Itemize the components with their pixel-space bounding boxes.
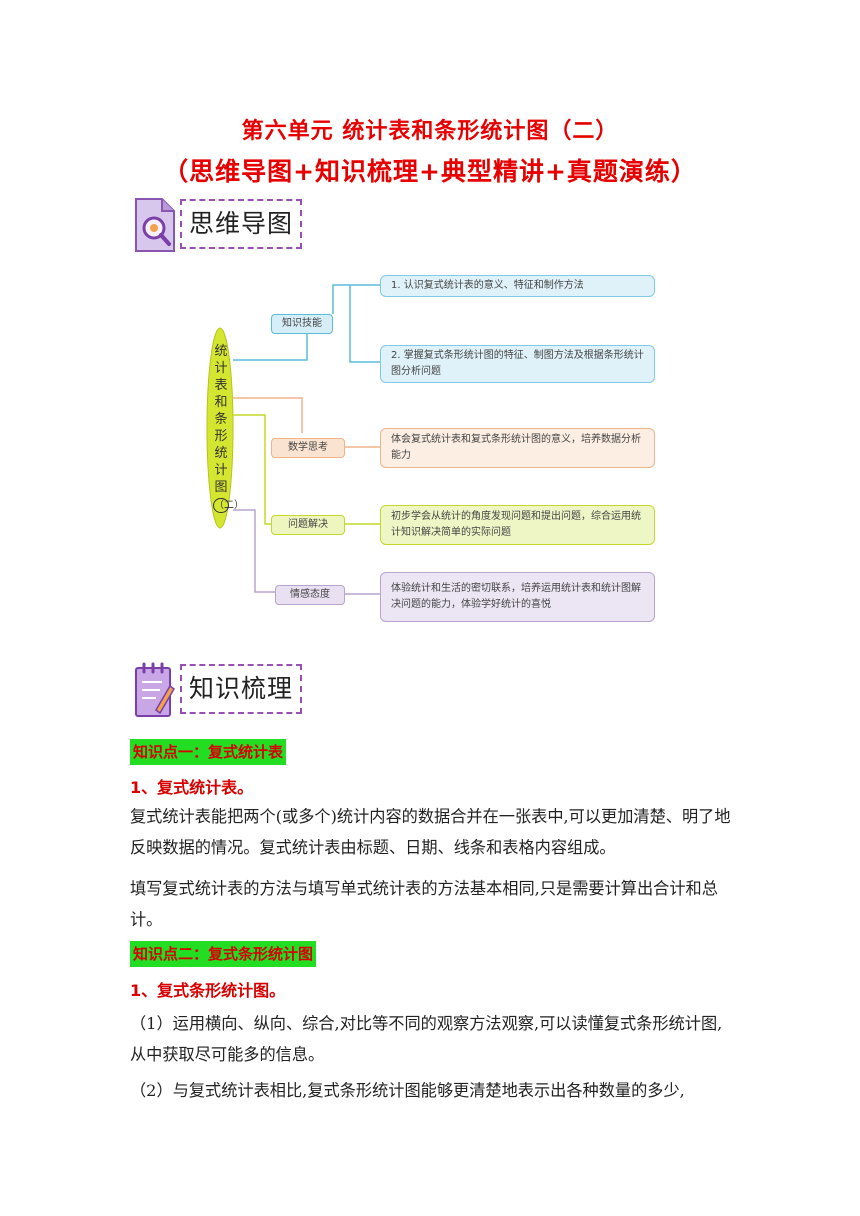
notebook-pencil-icon [135, 662, 175, 717]
knowledge-point-2-subheading: 1、复式条形统计图。 [130, 981, 286, 1000]
knowledge-point-2-heading: 知识点二：复式条形统计图 [130, 941, 317, 967]
section-badge-mindmap: 思维导图 [132, 197, 304, 253]
knowledge-point-1-paragraph-1: 复式统计表能把两个(或多个)统计内容的数据合并在一张表中,可以更加清楚、明了地反… [130, 807, 731, 857]
section-label-mindmap: 思维导图 [180, 199, 302, 249]
document-search-icon [135, 198, 175, 252]
mindmap-node-thinking: 体会复式统计表和复式条形统计图的意义，培养数据分析能力 [380, 428, 655, 468]
mindmap-node-problem-solving: 初步学会从统计的角度发现问题和提出问题，综合运用统计知识解决简单的实际问题 [380, 505, 655, 545]
mindmap-node-attitude: 体验统计和生活的密切联系，培养运用统计表和统计图解决问题的能力，体验学好统计的喜… [380, 572, 655, 622]
title-line-2: （思维导图+知识梳理+典型精讲+真题演练） [163, 157, 697, 186]
mindmap-node-skills-1: 1. 认识复式统计表的意义、特征和制作方法 [380, 275, 655, 297]
mindmap-connectors [206, 284, 380, 595]
knowledge-point-1-subheading: 1、复式统计表。 [130, 778, 254, 797]
knowledge-point-1-heading: 知识点一：复式统计表 [130, 739, 287, 765]
mindmap-category-skills: 知识技能 [271, 314, 333, 334]
title-line-1: 第六单元 统计表和条形统计图（二） [241, 119, 619, 144]
mindmap: 统 计 表 和 条 形 统 计 图 （二） 知识技能 数学思考 问题解决 情感态… [195, 265, 665, 630]
mindmap-node-skills-2: 2. 掌握复式条形统计图的特征、制图方法及根据条形统计图分析问题 [380, 345, 655, 383]
mindmap-category-thinking: 数学思考 [271, 438, 345, 458]
knowledge-point-1-paragraph-2: 填写复式统计表的方法与填写单式统计表的方法基本相同,只是需要计算出合计和总计。 [130, 879, 718, 929]
mindmap-category-problem-solving: 问题解决 [271, 515, 345, 535]
mindmap-root: 统 计 表 和 条 形 统 计 图 （二） [213, 344, 244, 513]
knowledge-point-2-paragraph-1: （1）运用横向、纵向、综合,对比等不同的观察方法观察,可以读懂复式条形统计图,从… [130, 1014, 723, 1064]
section-label-knowledge: 知识梳理 [180, 664, 302, 714]
mindmap-category-attitude: 情感态度 [275, 585, 345, 605]
section-badge-knowledge: 知识梳理 [132, 662, 304, 718]
knowledge-point-2-paragraph-2: （2）与复式统计表相比,复式条形统计图能够更清楚地表示出各种数量的多少, [130, 1081, 685, 1100]
